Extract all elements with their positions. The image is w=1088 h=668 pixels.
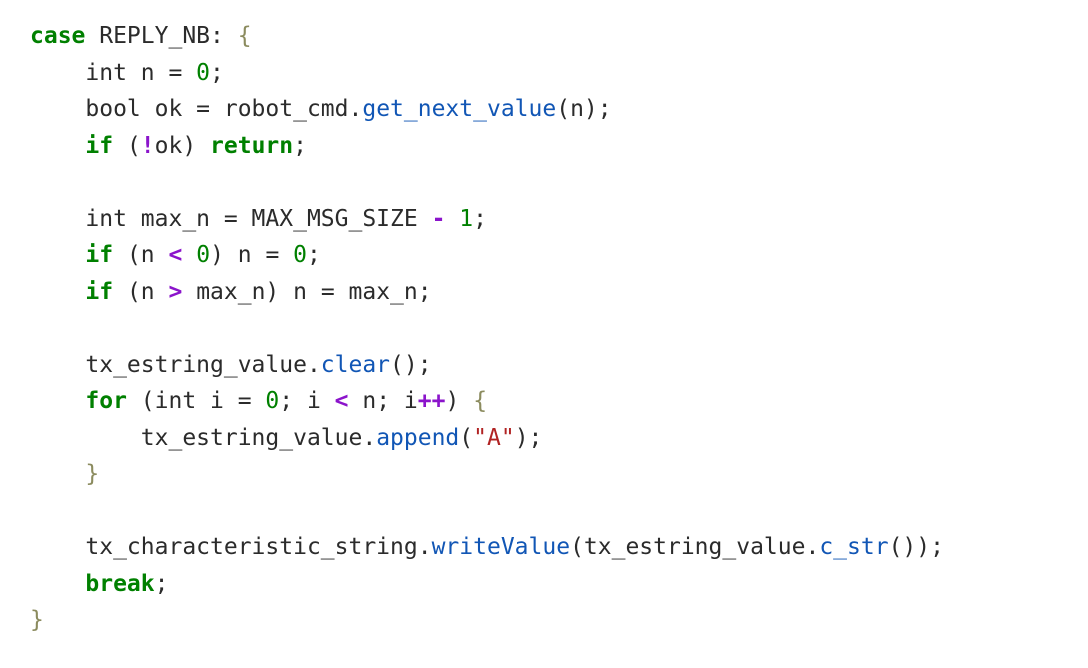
code-token-plain: ) n = bbox=[210, 242, 294, 268]
code-token-plain: (n bbox=[113, 242, 169, 268]
code-token-plain: (tx_estring_value. bbox=[570, 534, 820, 560]
code-token-plain: (n); bbox=[556, 96, 612, 122]
code-token-plain bbox=[30, 571, 85, 597]
code-token-plain bbox=[30, 242, 85, 268]
code-token-brace: } bbox=[85, 461, 100, 487]
code-line: case REPLY_NB: { bbox=[30, 18, 944, 55]
code-token-plain bbox=[30, 133, 85, 159]
code-line: } bbox=[30, 602, 944, 639]
code-token-plain bbox=[445, 206, 459, 232]
code-token-operator: - bbox=[431, 205, 446, 232]
code-token-plain: ; i bbox=[279, 388, 335, 414]
code-line bbox=[30, 164, 944, 201]
code-token-plain: ) bbox=[445, 388, 474, 414]
code-line: bool ok = robot_cmd.get_next_value(n); bbox=[30, 91, 944, 128]
code-token-plain: ()); bbox=[888, 534, 944, 560]
code-token-keyword: if bbox=[85, 132, 114, 159]
code-token-operator: < bbox=[168, 242, 183, 268]
code-token-keyword: case bbox=[30, 23, 86, 49]
code-token-function: append bbox=[376, 424, 460, 451]
code-token-number: 0 bbox=[265, 388, 280, 414]
code-token-plain bbox=[182, 242, 196, 268]
code-token-plain: n; i bbox=[348, 388, 418, 414]
code-token-number: 1 bbox=[459, 205, 474, 232]
code-token-keyword: return bbox=[210, 132, 294, 159]
code-line: tx_estring_value.clear(); bbox=[30, 347, 944, 384]
code-token-keyword: if bbox=[85, 242, 114, 268]
code-token-keyword: for bbox=[85, 388, 127, 414]
code-token-keyword: if bbox=[85, 278, 114, 305]
code-line: if (n < 0) n = 0; bbox=[30, 237, 944, 274]
code-token-plain: int max_n = MAX_MSG_SIZE bbox=[30, 205, 432, 232]
code-token-number: 0 bbox=[293, 242, 308, 268]
code-token-plain: ( bbox=[113, 132, 141, 159]
code-token-string: "A" bbox=[473, 424, 515, 451]
code-token-plain: ); bbox=[514, 424, 543, 451]
code-token-plain: (int i = bbox=[126, 388, 266, 414]
code-token-number: 0 bbox=[196, 242, 211, 268]
code-token-function: c_str bbox=[819, 534, 889, 560]
code-token-plain: ; bbox=[473, 205, 488, 232]
code-token-plain: ; bbox=[293, 132, 307, 159]
code-line: if (n > max_n) n = max_n; bbox=[30, 274, 944, 311]
code-line bbox=[30, 310, 944, 347]
code-token-plain: tx_estring_value. bbox=[30, 351, 321, 378]
code-token-plain: ok) bbox=[154, 132, 211, 159]
code-token-plain: tx_characteristic_string. bbox=[30, 534, 432, 560]
code-token-operator: ! bbox=[140, 132, 155, 159]
code-token-function: clear bbox=[320, 351, 391, 378]
code-line: if (!ok) return; bbox=[30, 128, 944, 165]
code-token-number: 0 bbox=[196, 59, 211, 86]
code-token-plain: (); bbox=[390, 351, 432, 378]
code-token-brace: } bbox=[30, 607, 44, 633]
code-token-plain bbox=[30, 279, 85, 305]
code-token-brace: { bbox=[237, 23, 252, 49]
code-token-operator: < bbox=[334, 388, 349, 414]
code-line: } bbox=[30, 456, 944, 493]
code-token-plain bbox=[30, 461, 85, 487]
code-token-operator: > bbox=[168, 278, 183, 305]
code-line: break; bbox=[30, 566, 944, 603]
code-token-keyword: break bbox=[85, 570, 155, 597]
code-line: int n = 0; bbox=[30, 55, 944, 92]
code-token-plain: ; bbox=[154, 570, 169, 597]
code-token-plain: (n bbox=[113, 278, 169, 305]
code-token-plain: REPLY_NB: bbox=[85, 23, 238, 49]
code-token-plain bbox=[30, 388, 85, 414]
code-block[interactable]: case REPLY_NB: { int n = 0; bool ok = ro… bbox=[30, 18, 944, 639]
code-token-plain: ( bbox=[459, 424, 474, 451]
code-token-plain: max_n) n = max_n; bbox=[182, 278, 432, 305]
code-line bbox=[30, 493, 944, 530]
code-token-plain: ; bbox=[210, 59, 224, 86]
code-line: int max_n = MAX_MSG_SIZE - 1; bbox=[30, 201, 944, 238]
code-token-plain: int n = bbox=[30, 59, 197, 86]
code-token-plain: bool ok = robot_cmd. bbox=[30, 96, 363, 122]
code-line: tx_characteristic_string.writeValue(tx_e… bbox=[30, 529, 944, 566]
code-token-brace: { bbox=[473, 388, 488, 414]
code-line: tx_estring_value.append("A"); bbox=[30, 420, 944, 457]
code-line: for (int i = 0; i < n; i++) { bbox=[30, 383, 944, 420]
code-token-plain: tx_estring_value. bbox=[30, 424, 377, 451]
code-token-operator: ++ bbox=[417, 388, 446, 414]
code-token-plain: ; bbox=[307, 242, 321, 268]
code-token-function: get_next_value bbox=[362, 96, 557, 122]
code-token-function: writeValue bbox=[431, 534, 571, 560]
